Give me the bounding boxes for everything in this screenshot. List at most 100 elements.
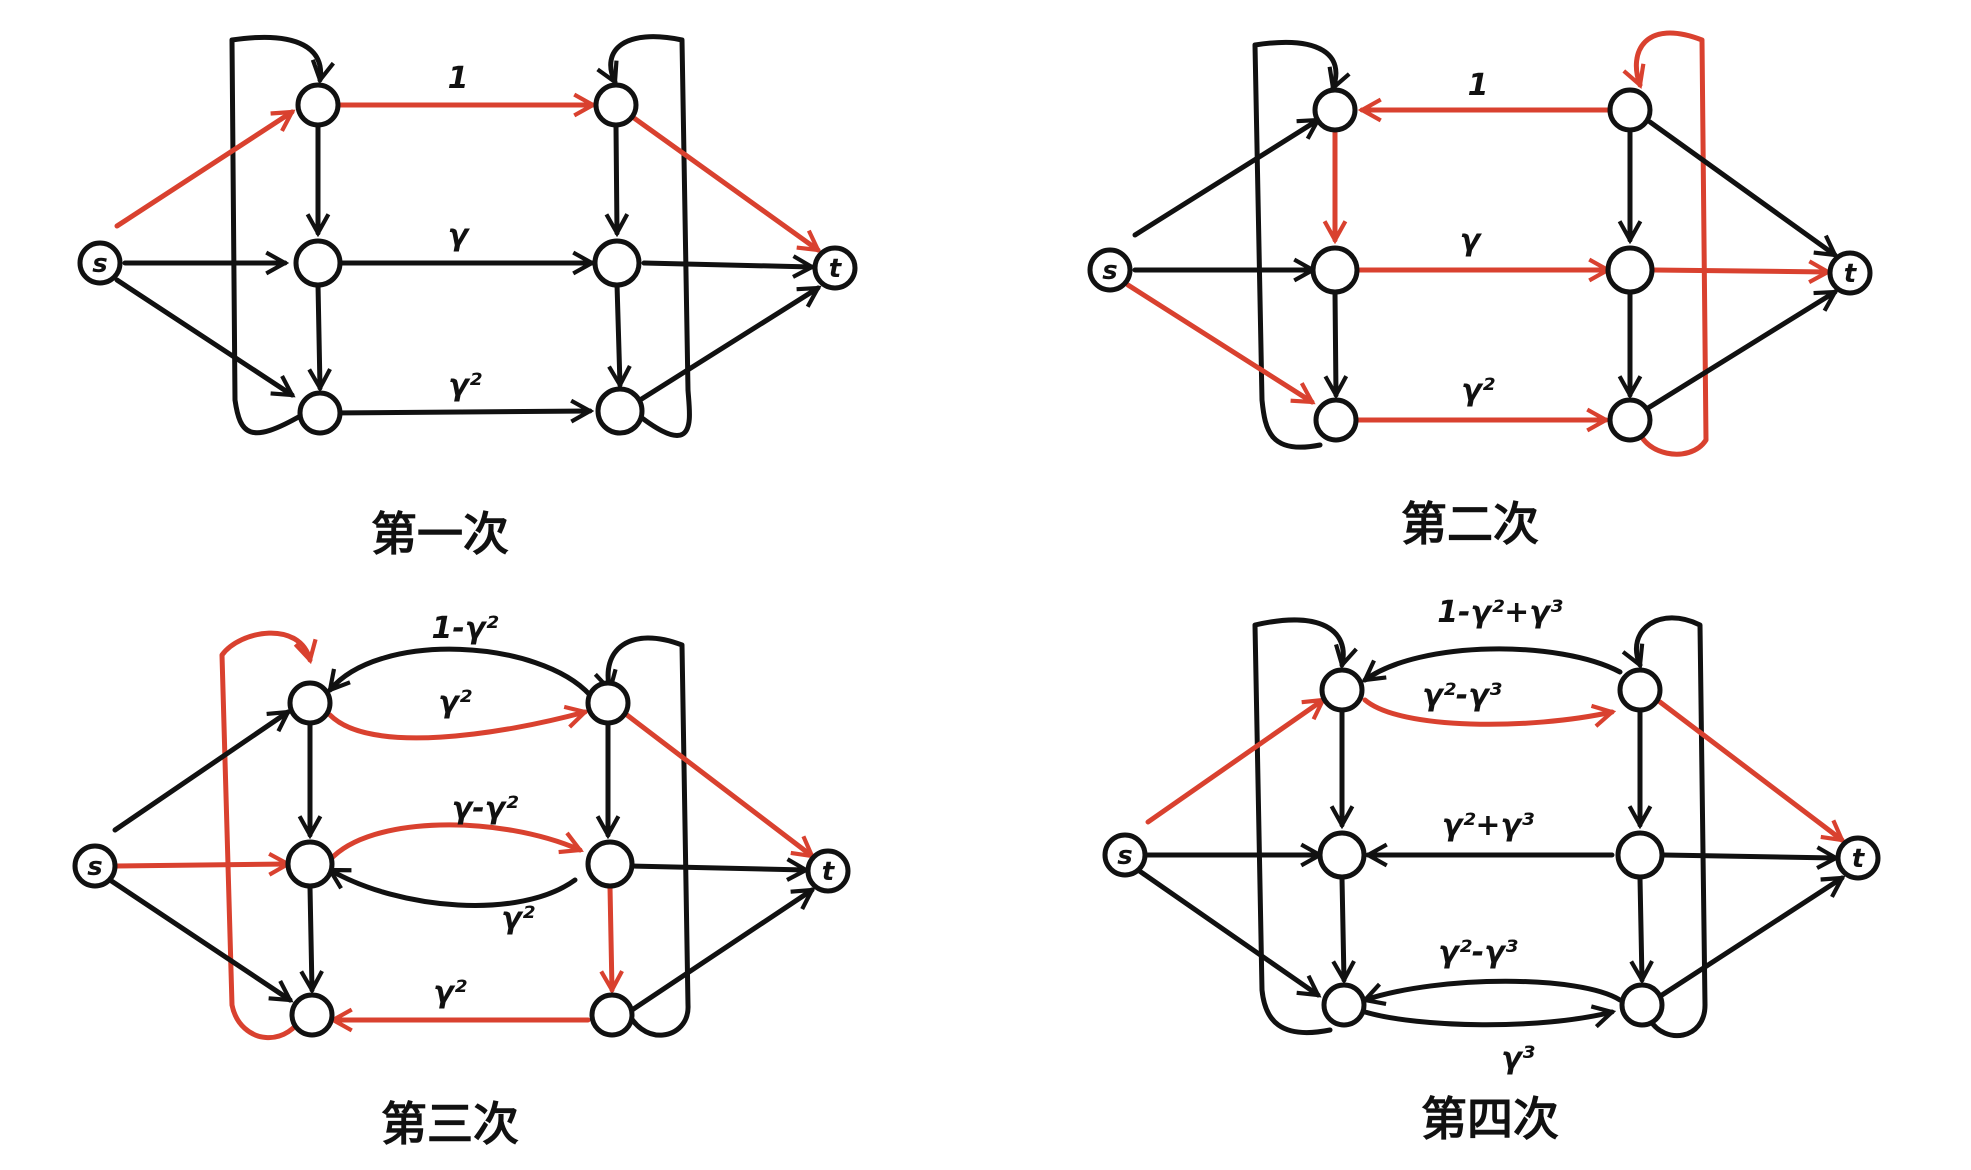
sink-node	[805, 848, 851, 894]
source-label: s	[92, 249, 107, 279]
node	[1312, 87, 1358, 133]
edge	[1645, 289, 1835, 411]
edge	[631, 115, 818, 250]
edge	[616, 123, 617, 233]
node	[593, 82, 639, 128]
edge	[1362, 1012, 1612, 1025]
sink-label: t	[1852, 844, 1866, 874]
source-node	[1087, 247, 1133, 293]
source-node	[77, 240, 123, 286]
sink-label: t	[829, 254, 843, 284]
edge	[1661, 855, 1836, 858]
edge-label: γ²	[501, 901, 535, 936]
edge-label: γ	[448, 218, 471, 253]
panel-2: s t 1 γ γ² 第二次	[1087, 30, 1873, 551]
edge-label: γ²	[448, 368, 482, 403]
loop-right-1	[611, 34, 692, 438]
source-label: s	[1102, 256, 1117, 286]
panel-title: 第四次	[1421, 1092, 1559, 1146]
edge	[107, 877, 290, 1003]
edge	[318, 281, 320, 388]
edge	[114, 277, 292, 398]
sink-label: t	[822, 857, 836, 887]
edge-label: γ	[1460, 223, 1483, 258]
node	[1319, 667, 1365, 713]
edge	[112, 864, 288, 866]
node	[295, 82, 341, 128]
node	[1617, 667, 1663, 713]
edge-label: γ³	[1501, 1041, 1535, 1076]
loop-right-3	[608, 635, 691, 1038]
edge	[310, 884, 312, 990]
edge-label: γ²	[1461, 373, 1495, 408]
node	[293, 238, 343, 288]
source-label: s	[1117, 841, 1132, 871]
edge-label: 1	[448, 61, 469, 96]
edge-label: γ²	[438, 685, 472, 720]
node	[297, 390, 343, 436]
panel-title: 第一次	[371, 507, 509, 561]
edge	[1365, 646, 1623, 680]
edge	[324, 411, 590, 413]
loop-right-2	[1636, 30, 1709, 457]
edge-label: 1-γ²	[432, 611, 499, 646]
edge	[112, 709, 288, 833]
node	[592, 238, 642, 288]
node	[285, 839, 335, 889]
edge	[1335, 289, 1336, 395]
edge	[327, 712, 585, 741]
edge-label: γ²+γ³	[1442, 808, 1534, 843]
node	[1317, 830, 1367, 880]
edge	[330, 867, 578, 908]
edge	[114, 109, 292, 229]
edge	[1647, 119, 1835, 255]
edge	[637, 285, 818, 403]
edge-label: 1-γ²+γ³	[1437, 595, 1563, 630]
edge	[1135, 867, 1318, 998]
node	[289, 992, 335, 1038]
loop-left-1	[229, 34, 321, 436]
edge	[330, 646, 593, 698]
edge	[1365, 978, 1623, 1000]
edge-label: γ-γ²	[452, 791, 518, 826]
source-node	[1102, 832, 1148, 878]
edge	[629, 887, 812, 1013]
node	[1605, 245, 1655, 295]
edge	[1125, 282, 1312, 405]
panel-4: s t 1-γ²+γ³ γ²-γ³ γ²+γ³ γ²-γ³ γ³ 第四次	[1102, 595, 1881, 1146]
node	[585, 839, 635, 889]
edge	[327, 822, 580, 863]
edge-label: γ²-γ³	[1422, 678, 1502, 713]
panel-title: 第三次	[381, 1097, 519, 1151]
sink-label: t	[1844, 259, 1858, 289]
edge-label: γ²-γ³	[1438, 935, 1518, 970]
loop-left-4	[1252, 617, 1343, 1036]
loop-left-3	[219, 630, 310, 1040]
edge-label: 1	[1468, 68, 1489, 103]
edge	[1651, 270, 1828, 272]
node	[1607, 87, 1653, 133]
edge	[1659, 875, 1842, 998]
node	[595, 386, 645, 436]
node	[1607, 397, 1653, 443]
loop-right-4	[1636, 615, 1708, 1038]
edge	[624, 712, 812, 856]
source-node	[72, 843, 118, 889]
edge	[629, 866, 806, 870]
edge	[1657, 699, 1842, 840]
loop-left-2	[1252, 39, 1336, 450]
panel-1: s t 1 γ γ² 第一次	[77, 34, 858, 561]
edge	[1362, 697, 1612, 724]
edge	[1342, 875, 1344, 980]
node	[1615, 830, 1665, 880]
node	[589, 992, 635, 1038]
panel-3: s t 1-γ² γ² γ-γ² γ² γ² 第三次	[72, 611, 851, 1151]
edge	[617, 281, 620, 385]
node	[1619, 982, 1665, 1028]
edge	[1145, 697, 1323, 825]
node	[1310, 245, 1360, 295]
edge	[1132, 117, 1318, 238]
edge	[610, 884, 612, 990]
edge	[1640, 875, 1642, 980]
